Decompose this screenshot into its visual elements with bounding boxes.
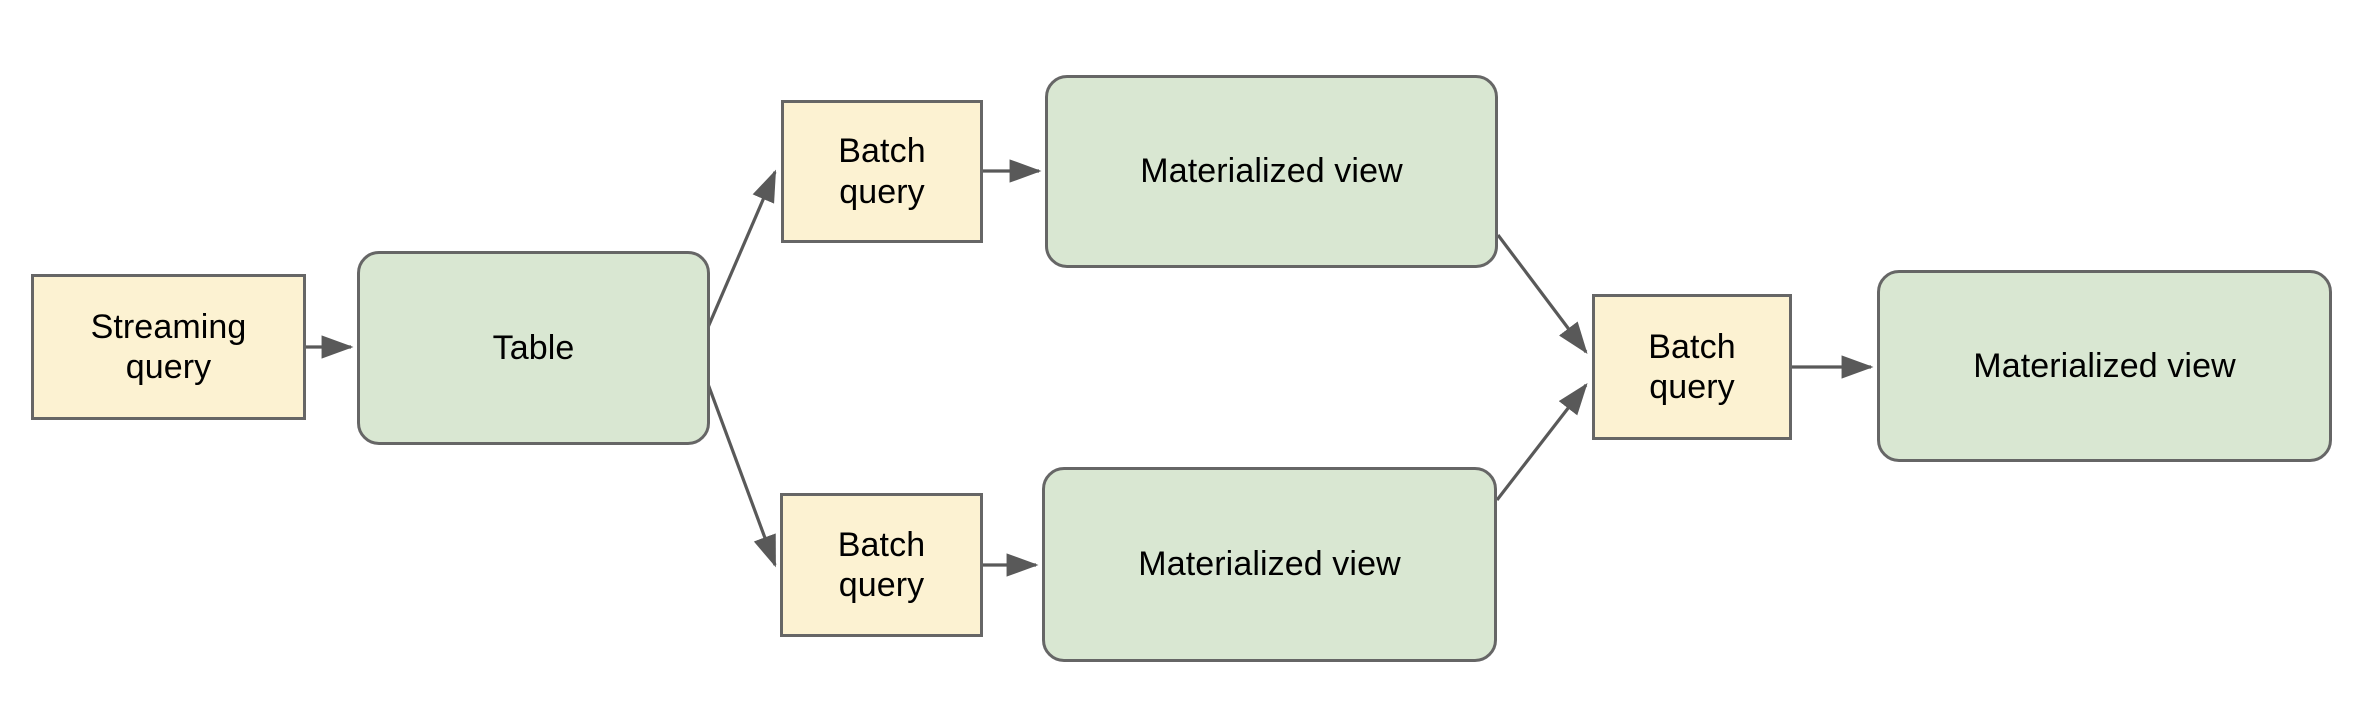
node-label-batch-query-join: Batch query: [1648, 327, 1736, 406]
edge-materialized-view-bottom-to-batch-query-join: [1495, 382, 1588, 501]
node-batch-query-top[interactable]: Batch query: [781, 100, 983, 243]
node-streaming-query[interactable]: Streaming query: [31, 274, 306, 420]
node-batch-query-bottom[interactable]: Batch query: [780, 493, 983, 637]
node-label-materialized-view-bottom: Materialized view: [1138, 545, 1401, 584]
node-label-table: Table: [492, 328, 575, 367]
node-materialized-view-final[interactable]: Materialized view: [1877, 270, 2332, 462]
node-label-materialized-view-top: Materialized view: [1140, 152, 1403, 191]
node-label-batch-query-bottom: Batch query: [837, 525, 926, 604]
node-label-batch-query-top: Batch query: [838, 132, 926, 211]
edge-materialized-view-top-to-batch-query-join: [1496, 234, 1588, 355]
node-materialized-view-bottom[interactable]: Materialized view: [1042, 467, 1497, 662]
node-table[interactable]: Table: [357, 251, 710, 445]
node-batch-query-join[interactable]: Batch query: [1592, 294, 1792, 440]
node-materialized-view-top[interactable]: Materialized view: [1045, 75, 1498, 268]
node-label-materialized-view-final: Materialized view: [1973, 346, 2236, 385]
node-label-streaming-query: Streaming query: [90, 307, 247, 386]
